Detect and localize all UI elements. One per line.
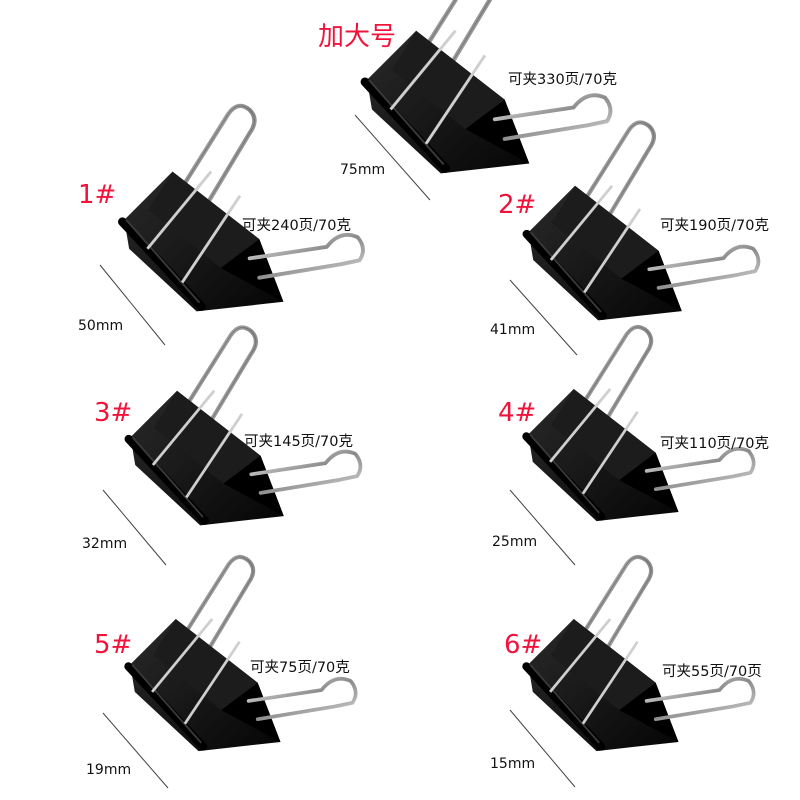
capacity-label-1: 可夹240页/70克 (242, 218, 352, 234)
size-label-4: 4# (498, 398, 537, 428)
width-label-1: 50mm (78, 318, 124, 334)
dimension-line-3 (102, 489, 167, 566)
capacity-label-5: 可夹75页/70克 (250, 660, 350, 676)
width-label-3: 32mm (82, 536, 128, 552)
size-label-2: 2# (498, 190, 537, 220)
width-label-2: 41mm (490, 322, 536, 338)
width-label-4: 25mm (492, 534, 538, 550)
size-label-6: 6# (504, 630, 543, 660)
size-label-1: 1# (78, 180, 117, 210)
width-label-6: 15mm (490, 756, 536, 772)
size-label-5: 5# (94, 630, 133, 660)
capacity-label-2: 可夹190页/70克 (660, 218, 770, 234)
dimension-line-5 (102, 712, 169, 789)
dimension-line-1 (99, 264, 166, 346)
size-label-3: 3# (94, 398, 133, 428)
dimension-line-2 (509, 279, 578, 356)
size-label-xl: 加大号 (318, 22, 397, 52)
capacity-label-xl: 可夹330页/70克 (508, 72, 618, 88)
dimension-line-6 (509, 709, 576, 788)
capacity-label-6: 可夹55页/70页 (662, 664, 762, 680)
width-label-5: 19mm (86, 762, 132, 778)
dimension-line-xl (354, 114, 431, 201)
capacity-label-4: 可夹110页/70克 (660, 436, 770, 452)
capacity-label-3: 可夹145页/70克 (244, 434, 354, 450)
width-label-xl: 75mm (340, 162, 386, 178)
dimension-line-4 (509, 489, 576, 566)
